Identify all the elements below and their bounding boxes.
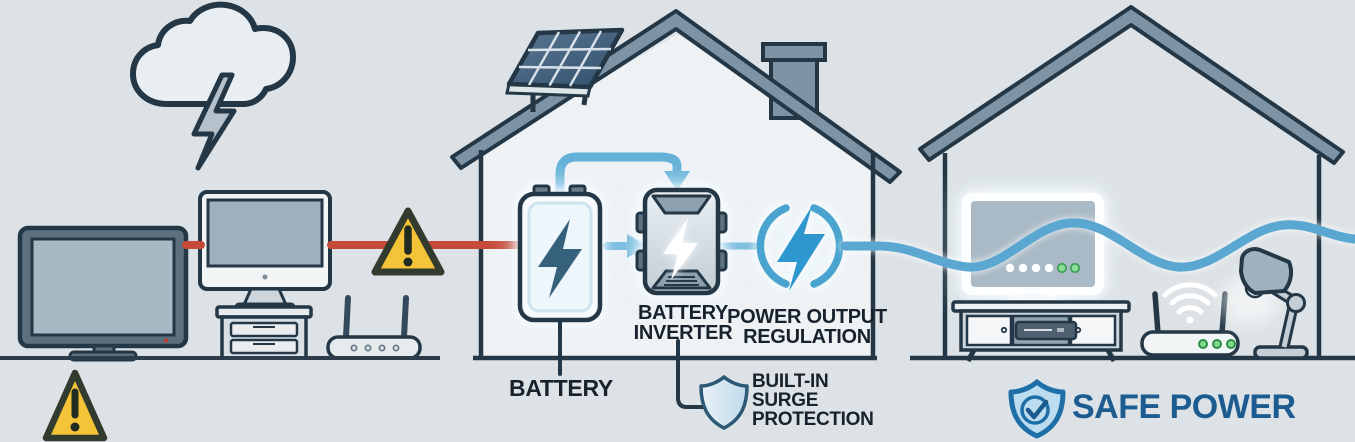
- battery-inverter-icon: [635, 187, 728, 296]
- battery-bolt: [538, 219, 582, 298]
- warning-triangle-icon-mid: [371, 207, 445, 276]
- regulation-arcs: [756, 204, 844, 288]
- regulation-bolt: [777, 206, 825, 291]
- lamp-shade: [1239, 247, 1294, 295]
- tv-icon: [962, 193, 1104, 306]
- battery-icon: [517, 184, 603, 323]
- inverter-bolt: [663, 218, 698, 280]
- check-mark: [1025, 399, 1049, 420]
- roof: [918, 5, 1345, 165]
- solar-panel-icon: [505, 27, 625, 112]
- tv-monitor-icon: [17, 225, 189, 362]
- cloud-shape: [130, 1, 296, 107]
- safe-power-label: SAFE POWER: [1072, 388, 1296, 426]
- computer-screen: [206, 198, 324, 268]
- storm-cloud-lightning-icon: [130, 1, 296, 171]
- built-in-surge-protection-label: BUILT-IN SURGE PROTECTION: [752, 371, 874, 430]
- router-icon-left: [326, 295, 422, 360]
- battery-inverter-label: BATTERY INVERTER: [633, 302, 733, 345]
- warning-triangle-icon-bottom: [42, 369, 108, 442]
- surge-shield-icon: [699, 375, 749, 430]
- tv-status-dots: [1005, 262, 1081, 274]
- power-led: [164, 338, 168, 343]
- shield-check-icon: [1008, 379, 1066, 439]
- flow-arrows: [555, 152, 760, 258]
- panel-grid: [518, 30, 612, 87]
- safe-power-wave-line: [840, 218, 1355, 272]
- power-regulation-icon: [756, 204, 844, 291]
- tv-screen: [971, 201, 1095, 287]
- battery-label: BATTERY: [509, 375, 613, 401]
- router-icon-right: [1140, 291, 1240, 357]
- media-player-icon: [1014, 320, 1078, 341]
- tv-stand: [951, 300, 1131, 363]
- power-output-regulation-label: POWER OUTPUT REGULATION: [727, 306, 887, 349]
- surge-label-connector: [676, 339, 705, 409]
- roof: [450, 9, 902, 184]
- router-leds: [1198, 339, 1236, 349]
- wifi-signal-icon: [1162, 282, 1218, 324]
- arrowhead-down: [664, 171, 690, 191]
- printer-icon: [215, 305, 313, 360]
- monitor-screen: [30, 237, 176, 337]
- house-walls: [942, 153, 1322, 358]
- lightning-bolt-shape: [191, 72, 237, 171]
- desk-lamp-icon: [1220, 247, 1309, 360]
- arrowhead-right: [627, 234, 648, 258]
- desktop-computer-icon: [198, 190, 332, 313]
- house-walls: [478, 150, 876, 358]
- charge-path-arrow: [555, 152, 682, 197]
